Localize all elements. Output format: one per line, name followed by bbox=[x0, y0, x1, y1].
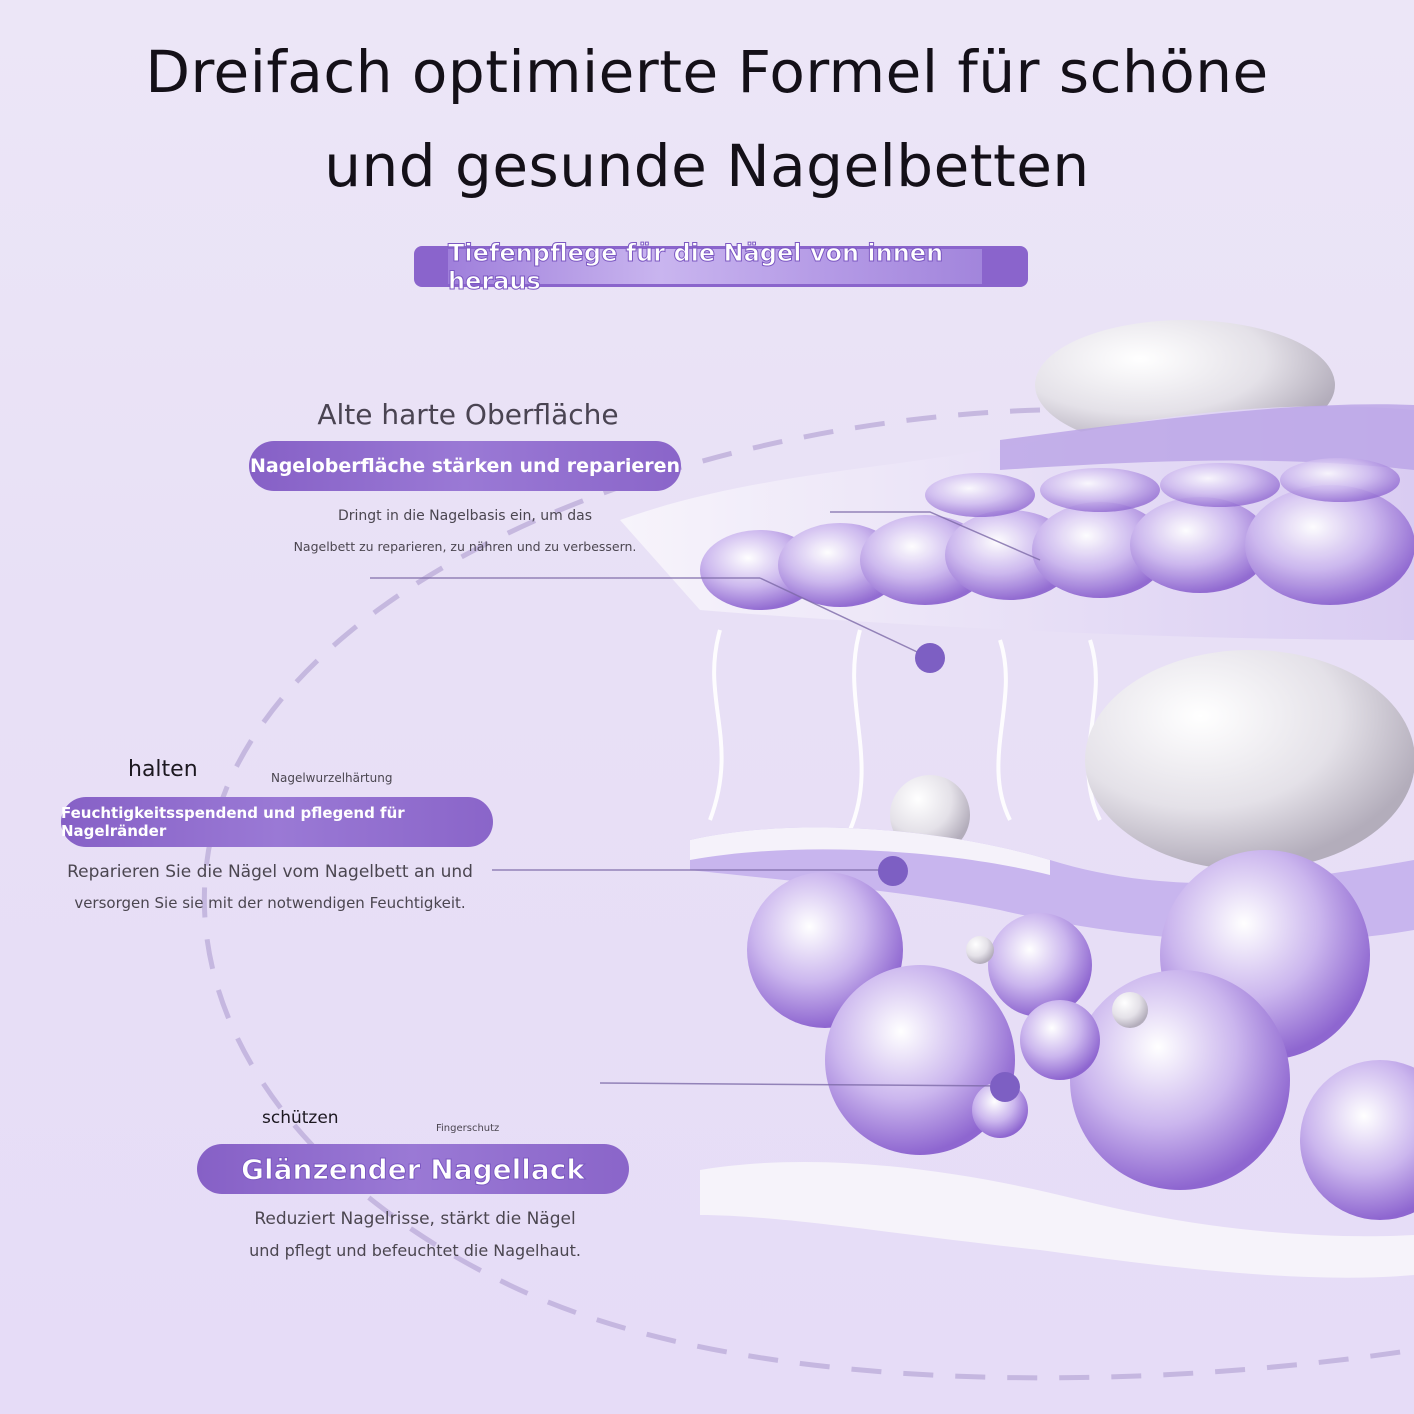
section2-desc-line1: Reparieren Sie die Nägel vom Nagelbett a… bbox=[67, 862, 473, 882]
section3-heading: schützen bbox=[262, 1108, 339, 1128]
section3-desc-line1: Reduziert Nagelrisse, stärkt die Nägel bbox=[254, 1209, 576, 1229]
section1-pill: Nageloberfläche stärken und reparieren bbox=[249, 441, 681, 491]
section1-heading: Alte harte Oberfläche bbox=[317, 398, 619, 431]
section2-heading: halten bbox=[128, 757, 198, 782]
page-title-line2: und gesunde Nagelbetten bbox=[324, 132, 1090, 200]
subtitle-banner: Tiefenpflege für die Nägel von innen her… bbox=[414, 238, 1028, 295]
section2-desc-line2: versorgen Sie sie mit der notwendigen Fe… bbox=[74, 894, 466, 912]
section3-pill: Glänzender Nagellack bbox=[197, 1144, 629, 1194]
section3-desc-line2: und pflegt und befeuchtet die Nagelhaut. bbox=[249, 1241, 581, 1260]
subtitle-text: Tiefenpflege für die Nägel von innen her… bbox=[448, 238, 982, 295]
page-title-line1: Dreifach optimierte Formel für schöne bbox=[145, 38, 1269, 106]
section1-desc-line2: Nagelbett zu reparieren, zu nähren und z… bbox=[293, 539, 637, 554]
section2-small-label: Nagelwurzelhärtung bbox=[271, 771, 393, 785]
dashed-arc bbox=[201, 407, 1414, 1381]
section2-pill: Feuchtigkeitsspendend und pflegend für N… bbox=[61, 797, 493, 847]
section3-small-label: Fingerschutz bbox=[436, 1123, 500, 1134]
section1-desc-line1: Dringt in die Nagelbasis ein, um das bbox=[337, 508, 592, 524]
